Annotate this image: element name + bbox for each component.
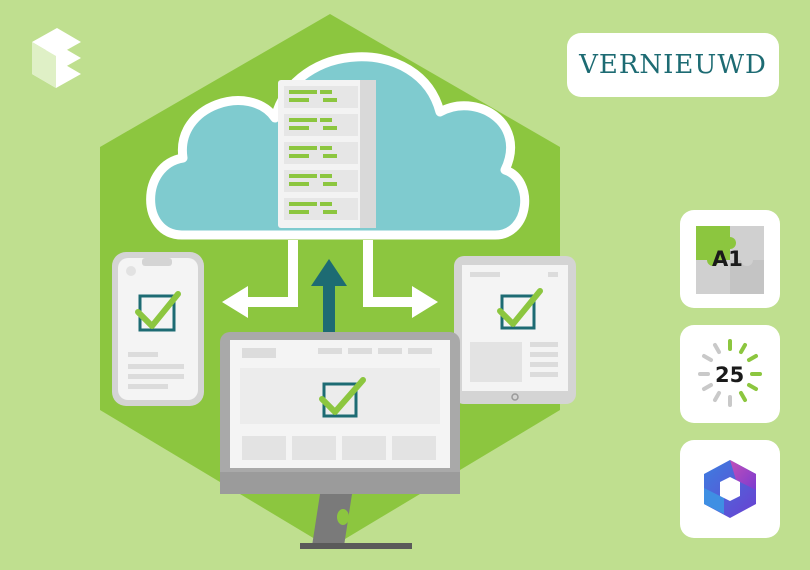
sync-arrows: [245, 240, 416, 307]
puzzle-icon: [696, 226, 764, 294]
arrow-up-icon: [311, 259, 347, 333]
tile-a1: A1: [680, 210, 780, 308]
badge-label: VERNIEUWD: [579, 50, 767, 80]
phone-icon: [112, 252, 204, 406]
tile-a1-label: A1: [712, 247, 743, 271]
arrow-right-icon: [412, 286, 438, 318]
tile-25: 25: [680, 325, 780, 423]
arrow-left-icon: [222, 286, 248, 318]
countdown-timer-icon: [698, 339, 762, 407]
tablet-icon: [454, 256, 576, 404]
brand-logo-icon: [32, 28, 81, 88]
status-badge: VERNIEUWD: [567, 33, 779, 97]
microsoft-365-icon: [704, 460, 756, 518]
tile-25-label: 25: [715, 363, 745, 387]
tile-microsoft-365: [680, 440, 780, 538]
server-rack-icon: [278, 80, 376, 228]
desktop-monitor-icon: [220, 332, 460, 549]
